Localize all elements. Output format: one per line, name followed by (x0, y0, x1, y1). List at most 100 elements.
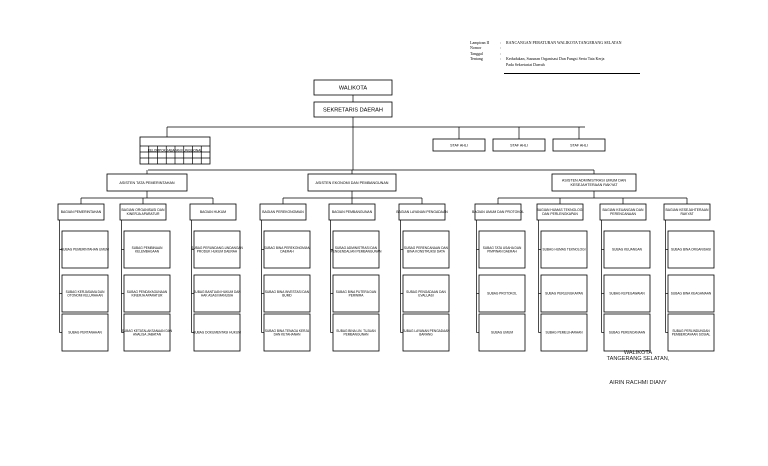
subbagian-box-label: SUBAG TATA USAHA DAN (483, 246, 522, 250)
bagian-box-label: KINERJA APARATUR (127, 212, 160, 216)
staf-ahli-box-label: STAF AHLI (450, 143, 468, 147)
staf-ahli-box: STAF AHLI (432, 138, 486, 152)
staf-ahli-box: STAF AHLI (492, 138, 546, 152)
asisten-box: ASISTEN ADMINISTRASI UMUM DANKESEJAHTERA… (551, 173, 637, 192)
signature-block: WALIKOTA TANGERANG SELATAN, AIRIN RACHMI… (590, 350, 686, 386)
walikota-box-label: WALIKOTA (339, 85, 368, 91)
subbagian-box-label: SUBAG PENDAYAGUNAAN (127, 290, 168, 294)
bagian-box-label: BAGIAN LAYANAN PENGADAAN (396, 210, 448, 214)
subbagian-box-label: SUBAG PEMELIHARAAN (545, 331, 583, 335)
subbagian-box-label: KINERJA APARATUR (132, 293, 164, 297)
subbagian-box-label: ANALISA JABATAN (133, 332, 162, 336)
subbagian-box-label: SUBAG BINA KEAGAMAAN (671, 292, 712, 296)
subbagian-box-label: PEMBANGUNAN (344, 332, 370, 336)
header-underline (504, 73, 640, 74)
header-key: Tanggal (470, 50, 483, 56)
subbagian-box-label: SUBAG KETATALAKSANAAN DAN (122, 329, 173, 333)
header-key: Tentang (470, 56, 483, 62)
bagian-box: BAGIAN PEMERINTAHAN (57, 203, 105, 221)
subbagian-box-label: HAK ASASI MANUSIA (201, 293, 234, 297)
subbagian-box-label: SUBAG PEMBINAAN (132, 246, 164, 250)
subbagian-box-label: BINA KONSTRUKSI DATA (407, 249, 446, 253)
subbagian-box-label: SUBAG UMUM (491, 331, 513, 335)
sekda-box-label: SEKRETARIS DAERAH (323, 107, 383, 113)
subbagian-box: SUBAG PEMELIHARAAN (540, 313, 588, 352)
subbagian-box-label: PENGENDALIAN PEMBANGUNAN (331, 249, 383, 253)
bagian-box: BAGIAN PEREKONOMIAN (259, 203, 307, 221)
subbagian-box-label: OTONOMI KELURAHAN (67, 293, 103, 297)
header-value: RANCANGAN PERATURAN WALIKOTA TANGERANG S… (506, 40, 622, 45)
bagian-box-label: BAGIAN ORGANISASI DAN (122, 208, 166, 212)
bagian-box-label: BAGIAN KESEJAHTERAAN (666, 208, 710, 212)
header-row-tentang: Tentang:Kedudukan, Susunan Organisasi Da… (470, 56, 656, 61)
header-value: Kedudukan, Susunan Organisasi Dan Fungsi… (506, 56, 605, 62)
subbagian-box: SUBAG HUMAS TEKNOLOGI (540, 230, 588, 269)
subbagian-box: SUBAG KEUANGAN (603, 230, 651, 269)
subbagian-box-label: PERWIRA (349, 293, 365, 297)
subbagian-box-label: PIMPINAN DAERAH (487, 249, 517, 253)
subbagian-box-label: SUBAG BINA PEREKONOMIAN (264, 246, 311, 250)
bagian-box: BAGIAN LAYANAN PENGADAAN (396, 203, 448, 221)
bagian-box-label: BAGIAN HUKUM (200, 210, 226, 214)
subbagian-box: SUBAG PERENCANAAN (603, 313, 651, 352)
subbagian-box-label: KELEMBAGAAN (135, 249, 160, 253)
subbagian-box-label: SUBAG PERLINDUNGAN (672, 329, 710, 333)
asisten-box: ASISTEN TATA PEMERINTAHAN (106, 173, 188, 192)
subbagian-box-label: SUBAG PERENCANAAN (609, 331, 646, 335)
bagian-box-label: BAGIAN PEMERINTAHAN (61, 210, 102, 214)
subbagian-box-label: SUBAG PENGADAAN DAN (406, 290, 446, 294)
signature-title: WALIKOTA (623, 350, 653, 356)
staf-ahli-box: STAF AHLI (552, 138, 606, 152)
subbagian-box-label: SUBAG LAYANAN PENGADAAN (402, 329, 450, 333)
subbagian-box-label: SUBAG BINA PUTERA DAN (336, 290, 377, 294)
bagian-box-label: BAGIAN PEMBANGUNAN (332, 210, 373, 214)
subbagian-box-label: PEMBERDAYAAN SOSIAL (672, 332, 711, 336)
sekda-box: SEKRETARIS DAERAH (313, 101, 393, 118)
subbagian-box-label: SUBAG KEPEGAWAIAN (609, 292, 645, 296)
subbagian-box-label: SUBAG PROTOKOL (487, 292, 517, 296)
subbagian-box: SUBAG PERTANAHAN (61, 313, 109, 352)
subbagian-box-label: PRODUK HUKUM DAERAH (197, 249, 238, 253)
header-colon: : (500, 50, 502, 56)
header-colon: : (500, 40, 502, 45)
header-key: Nomor (470, 45, 482, 51)
subbagian-box-label: SUBAG KEUANGAN (612, 248, 643, 252)
subbagian-box-label: SUBAG BINA ORGANISASI (671, 248, 711, 252)
subbagian-box-label: SUBAG PEMERINTAHAN UMUM (61, 248, 109, 252)
subbagian-box: SUBAG DOKUMENTASI HUKUM (193, 313, 241, 352)
subbagian-box-label: DAERAH (280, 249, 294, 253)
subbagian-box-label: SUBAG ADMINISTRASI DAN (335, 246, 378, 250)
bagian-box-label: BAGIAN UMUM DAN PROTOKOL (472, 210, 524, 214)
header-key: Lampiran II (470, 40, 490, 45)
subbagian-box-label: SUBAG PERLENGKAPAN (545, 292, 584, 296)
subbagian-box-label: SUBAG HUMAS TEKNOLOGI (543, 248, 586, 252)
bagian-box-label: BAGIAN HUMAS TEKNOLOGI (537, 208, 584, 212)
subbagian-box: SUBAG BINA ORGANISASI (667, 230, 715, 269)
bagian-box: BAGIAN HUKUM (189, 203, 237, 221)
bagian-box-label: RAKYAT (680, 212, 693, 216)
subbagian-box-label: EVALUASI (418, 293, 433, 297)
document-header: Lampiran II: RANCANGAN PERATURAN WALIKOTA… (470, 40, 656, 67)
header-row-tanggal: Tanggal: (470, 51, 656, 56)
header-row-lampiran: Lampiran II: RANCANGAN PERATURAN WALIKOTA… (470, 40, 656, 45)
subbagian-box-label: SUBAG DOKUMENTASI HUKUM (193, 331, 241, 335)
header-value: Pada Sekretariat Daerah (506, 61, 545, 67)
subbagian-box: SUBAG KEPEGAWAIAN (603, 274, 651, 313)
